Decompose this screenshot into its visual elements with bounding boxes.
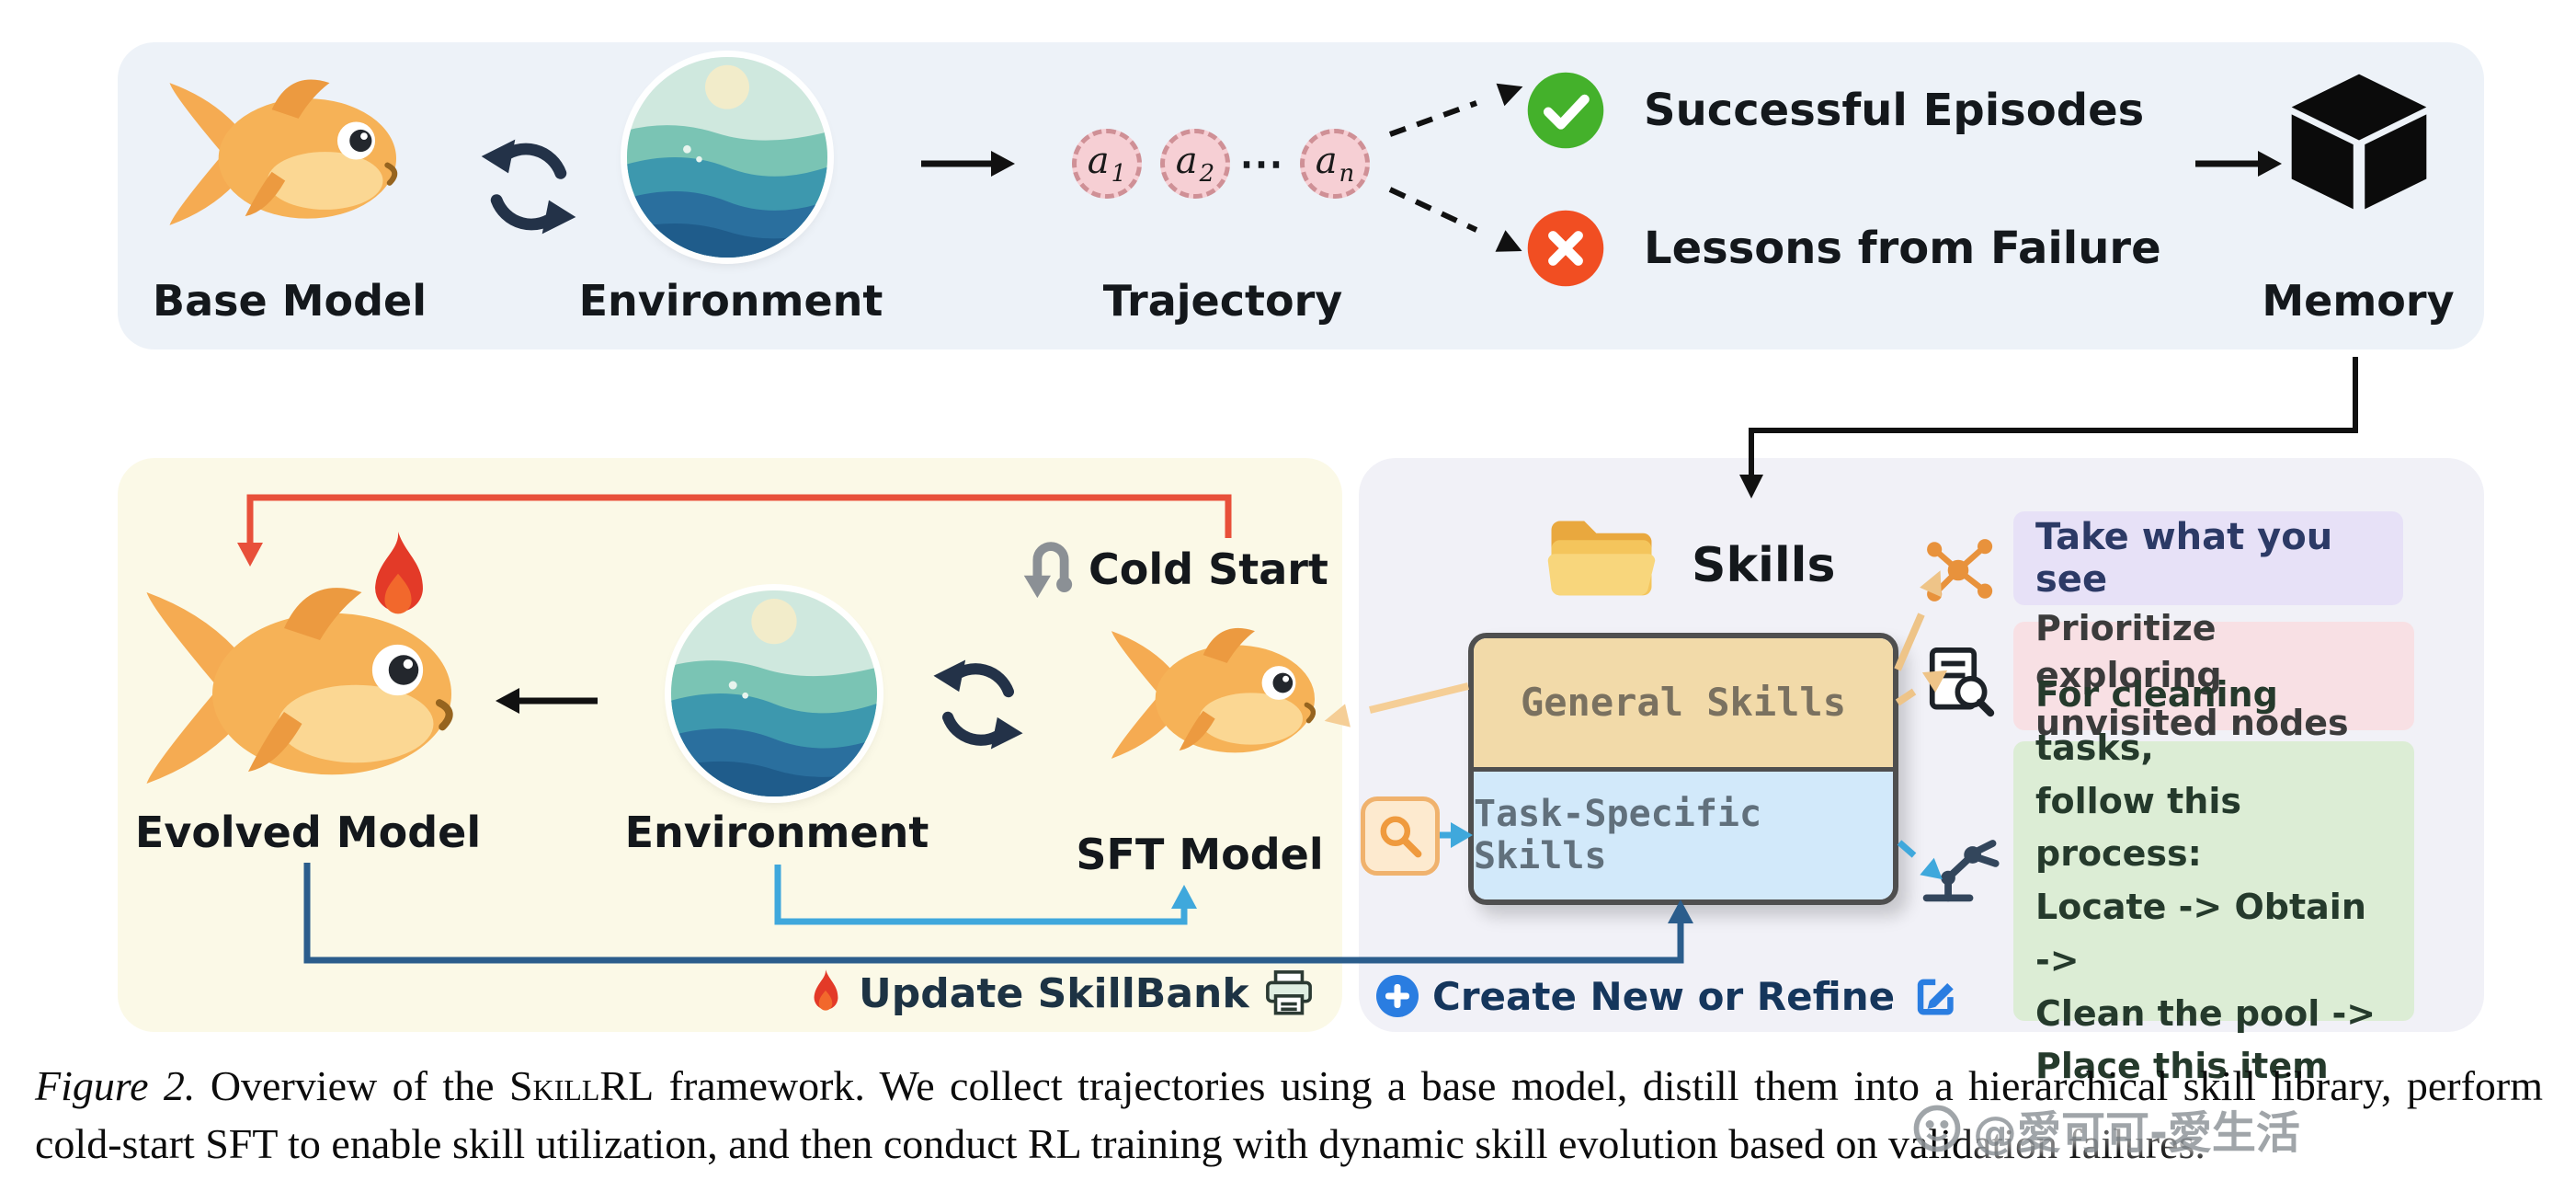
failure-x-icon (1527, 210, 1604, 287)
environment-globe-icon (627, 57, 827, 258)
skill-bank-box: General Skills Task-Specific Skills (1468, 633, 1898, 905)
retrieve-magnifier-chip (1361, 796, 1440, 876)
skill-card-general-2: Prioritize exploring unvisited nodes (2013, 608, 2414, 743)
trajectory-token: an (1300, 129, 1370, 199)
figure-caption: Figure 2. Overview of the SkillRL framew… (35, 1058, 2543, 1173)
environment-label: Environment (578, 276, 883, 326)
token-an: an (1316, 140, 1355, 188)
cycle-arrows-icon (930, 657, 1026, 752)
create-new-row: Create New or Refine (1375, 971, 1957, 1021)
evolved-model-fish-icon (129, 568, 487, 808)
cold-start-label: Cold Start (1089, 544, 1328, 594)
general-skills-section: General Skills (1474, 638, 1893, 767)
rollout-pipeline-panel (118, 42, 2484, 349)
create-new-label: Create New or Refine (1432, 973, 1896, 1019)
environment-label: Environment (624, 808, 929, 857)
skill-card-general-1: Take what you see (2013, 511, 2403, 605)
successful-episodes-label: Successful Episodes (1644, 85, 2145, 136)
token-sub: n (1339, 160, 1355, 188)
inspect-document-icon (1929, 647, 1995, 717)
graph-skill-icon (1927, 539, 1993, 602)
update-skillbank-label: Update SkillBank (859, 969, 1249, 1017)
watermark: @愛可可-愛生活 (1912, 1096, 2300, 1161)
cold-start-arrow-icon (1023, 542, 1073, 599)
watermark-text: @愛可可-愛生活 (1973, 1107, 2300, 1159)
environment-globe-icon (671, 590, 877, 796)
magnifier-icon (1380, 816, 1422, 858)
trajectory-token: a1 (1072, 129, 1142, 199)
base-model-label: Base Model (153, 276, 427, 326)
caption-figure-label: Figure 2. (35, 1062, 196, 1109)
token-base: a (1315, 140, 1338, 182)
update-skillbank-row: Update SkillBank (805, 968, 1316, 1019)
robot-arm-icon (1922, 840, 2000, 902)
token-sub: 1 (1111, 160, 1127, 188)
caption-text-before: Overview of the (210, 1062, 495, 1109)
base-model-fish-icon (156, 64, 423, 244)
compose-icon (1917, 979, 1954, 1015)
caption-text-after: framework. We collect trajectories using… (35, 1062, 2544, 1167)
token-sub: 2 (1199, 160, 1215, 188)
token-a1: a1 (1088, 140, 1126, 188)
memory-label: Memory (2262, 276, 2455, 326)
trajectory-ellipsis: ⋯ (1239, 138, 1283, 189)
printer-icon (1265, 970, 1312, 1015)
task-specific-skills-section: Task-Specific Skills (1474, 766, 1893, 899)
skills-label: Skills (1692, 538, 1836, 593)
sft-model-label: SFT Model (1076, 830, 1324, 879)
success-check-icon (1527, 72, 1604, 149)
plus-circle-icon (1376, 975, 1419, 1017)
memory-cube-icon (2291, 74, 2427, 210)
token-base: a (1175, 140, 1198, 182)
skills-folder-icon (1547, 521, 1656, 596)
cycle-arrows-icon (478, 136, 579, 237)
token-base: a (1087, 140, 1110, 182)
caption-skillrl-word: SkillRL (508, 1062, 655, 1109)
lessons-from-failure-label: Lessons from Failure (1644, 223, 2161, 274)
watermark-logo-icon (1913, 1105, 1961, 1152)
sft-model-fish-icon (1100, 614, 1339, 775)
token-a2: a2 (1176, 140, 1214, 188)
skill-card-task-specific: For cleaning tasks, follow this process:… (2013, 674, 2414, 1086)
evolved-model-label: Evolved Model (134, 808, 482, 857)
update-flame-icon (814, 969, 838, 1011)
trajectory-token: a2 (1160, 129, 1230, 199)
trajectory-label: Trajectory (1102, 276, 1343, 326)
